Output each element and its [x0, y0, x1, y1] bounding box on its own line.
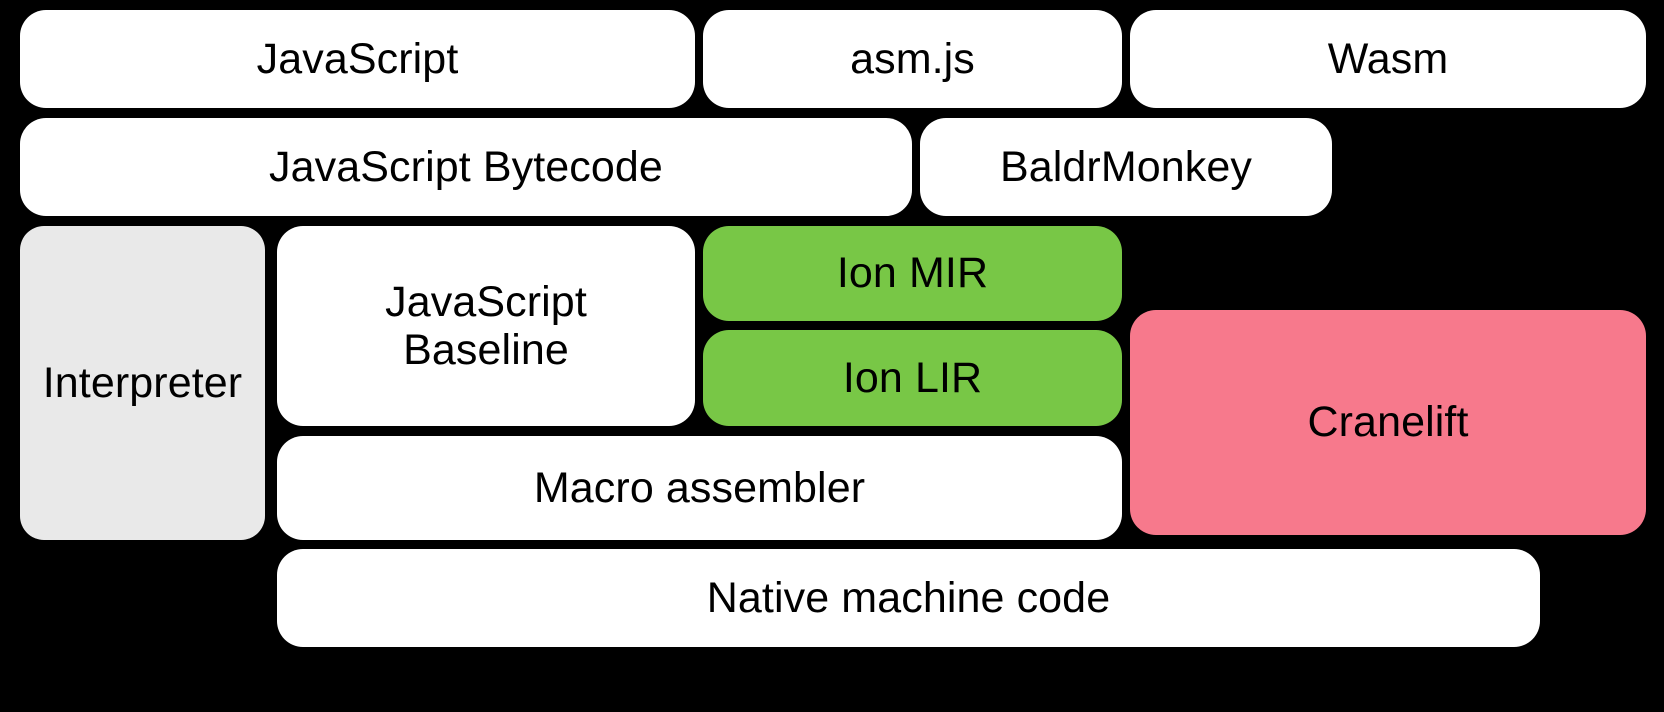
node-macro-assembler[interactable]: Macro assembler: [277, 436, 1122, 540]
node-javascript-baseline[interactable]: JavaScript Baseline: [277, 226, 695, 426]
node-native-machine-code[interactable]: Native machine code: [277, 549, 1540, 647]
node-baldrmonkey[interactable]: BaldrMonkey: [920, 118, 1332, 216]
node-ion-mir[interactable]: Ion MIR: [703, 226, 1122, 321]
node-cranelift[interactable]: Cranelift: [1130, 310, 1646, 535]
node-wasm[interactable]: Wasm: [1130, 10, 1646, 108]
node-ion-lir[interactable]: Ion LIR: [703, 330, 1122, 426]
node-interpreter[interactable]: Interpreter: [20, 226, 265, 540]
node-javascript[interactable]: JavaScript: [20, 10, 695, 108]
node-asmjs[interactable]: asm.js: [703, 10, 1122, 108]
node-javascript-bytecode[interactable]: JavaScript Bytecode: [20, 118, 912, 216]
